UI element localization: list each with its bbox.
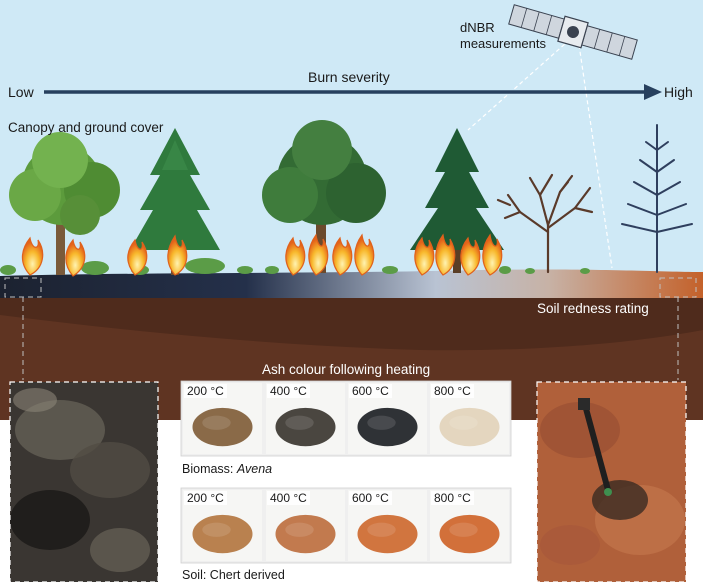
biomass-temp-200: 200 °C — [184, 384, 227, 398]
photo-red-soil — [537, 382, 686, 582]
soil-ash-highlight — [285, 523, 313, 537]
severity-high-label: High — [664, 84, 693, 100]
severity-axis-title: Burn severity — [308, 69, 390, 85]
biomass-ash-highlight — [367, 416, 395, 430]
soil-redness-label: Soil redness rating — [537, 301, 649, 316]
biomass-temp-800: 800 °C — [431, 384, 474, 398]
soil-ash-highlight — [367, 523, 395, 537]
biomass-ash-highlight — [285, 416, 313, 430]
satellite-label-line2: measurements — [460, 36, 546, 51]
soil-temp-200: 200 °C — [184, 491, 227, 505]
biomass-temp-400: 400 °C — [267, 384, 310, 398]
biomass-ash-highlight — [202, 416, 230, 430]
severity-low-label: Low — [8, 84, 34, 100]
soil-ash-highlight — [202, 523, 230, 537]
soil-caption: Soil: Chert derived — [182, 568, 285, 582]
soil-temp-800: 800 °C — [431, 491, 474, 505]
photo-burned-ground — [10, 382, 158, 582]
canopy-label: Canopy and ground cover — [8, 120, 163, 135]
biomass-temp-600: 600 °C — [349, 384, 392, 398]
soil-temp-600: 600 °C — [349, 491, 392, 505]
biomass-ash-highlight — [449, 416, 477, 430]
biomass-caption: Biomass: Avena — [182, 462, 272, 476]
biomass-caption-prefix: Biomass: — [182, 462, 237, 476]
satellite-label-line1: dNBR — [460, 20, 495, 35]
biomass-caption-species: Avena — [237, 462, 272, 476]
soil-temp-400: 400 °C — [267, 491, 310, 505]
ash-colour-title: Ash colour following heating — [262, 362, 430, 377]
soil-ash-highlight — [449, 523, 477, 537]
